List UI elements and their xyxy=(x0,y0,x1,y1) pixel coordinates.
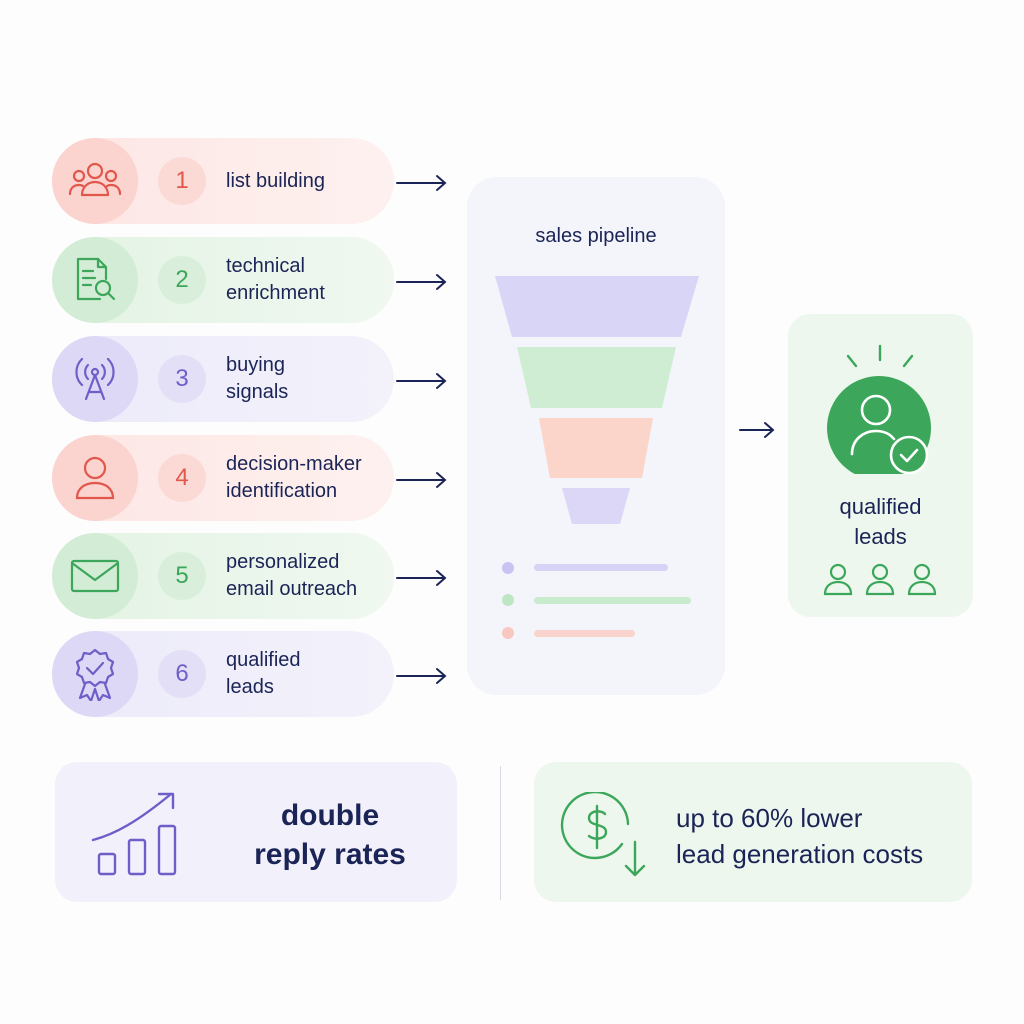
growth-chart-icon xyxy=(91,792,177,876)
funnel-stage-1 xyxy=(495,276,699,337)
signal-tower-icon xyxy=(52,336,138,422)
document-search-icon xyxy=(52,237,138,323)
arrow-right-icon xyxy=(396,570,447,586)
step-label: qualified leads xyxy=(226,649,301,698)
arrow-right-icon xyxy=(396,472,447,488)
arrow-right-icon xyxy=(396,175,447,191)
legend-dot xyxy=(502,594,514,606)
people-group-icon xyxy=(52,138,138,224)
step-list-building: 1 list building xyxy=(52,138,394,224)
step-label: personalized email outreach xyxy=(226,551,358,600)
funnel-stage-4 xyxy=(562,488,630,524)
step-label: list building xyxy=(226,169,325,192)
legend-line xyxy=(534,597,691,604)
step-label: decision-maker identification xyxy=(226,453,362,502)
step-number: 5 xyxy=(158,552,206,600)
people-icons xyxy=(823,563,937,596)
funnel-stage-3 xyxy=(539,418,653,478)
funnel-stage-2 xyxy=(517,347,676,408)
legend-line xyxy=(534,564,668,571)
step-number: 2 xyxy=(158,256,206,304)
step-qualified-leads: 6 qualified leads xyxy=(52,631,394,717)
step-number: 3 xyxy=(158,355,206,403)
step-decision-maker-identification: 4 decision-maker identification xyxy=(52,435,394,521)
stat-lower-costs: up to 60% lower lead generation costs xyxy=(534,762,972,902)
divider xyxy=(500,766,501,900)
step-number: 6 xyxy=(158,650,206,698)
step-number: 4 xyxy=(158,454,206,502)
pipeline-title: sales pipeline xyxy=(535,225,657,247)
step-number: 1 xyxy=(158,157,206,205)
stat-text: double reply rates xyxy=(254,799,406,871)
arrow-right-icon xyxy=(396,668,447,684)
legend-dot xyxy=(502,562,514,574)
person-icon xyxy=(52,435,138,521)
legend-dot xyxy=(502,627,514,639)
step-personalized-email-outreach: 5 personalized email outreach xyxy=(52,533,394,619)
legend-line xyxy=(534,630,635,637)
person-check-icon xyxy=(827,344,931,474)
arrow-right-icon xyxy=(396,274,447,290)
envelope-icon xyxy=(52,533,138,619)
stat-reply-rates: double reply rates xyxy=(55,762,457,902)
qualified-leads-label: qualified leads xyxy=(839,494,922,549)
step-technical-enrichment: 2 technical enrichment xyxy=(52,237,394,323)
funnel-diagram xyxy=(495,276,699,639)
step-buying-signals: 3 buying signals xyxy=(52,336,394,422)
step-label: technical enrichment xyxy=(226,255,325,304)
qualified-leads-card: qualified leads xyxy=(788,314,973,617)
sales-pipeline-card: sales pipeline xyxy=(467,177,725,695)
step-label: buying signals xyxy=(226,354,289,403)
stat-text: up to 60% lower lead generation costs xyxy=(676,803,924,869)
arrow-right-icon xyxy=(396,373,447,389)
arrow-right-icon xyxy=(739,422,775,438)
badge-check-icon xyxy=(52,631,138,717)
dollar-down-icon xyxy=(560,792,646,877)
